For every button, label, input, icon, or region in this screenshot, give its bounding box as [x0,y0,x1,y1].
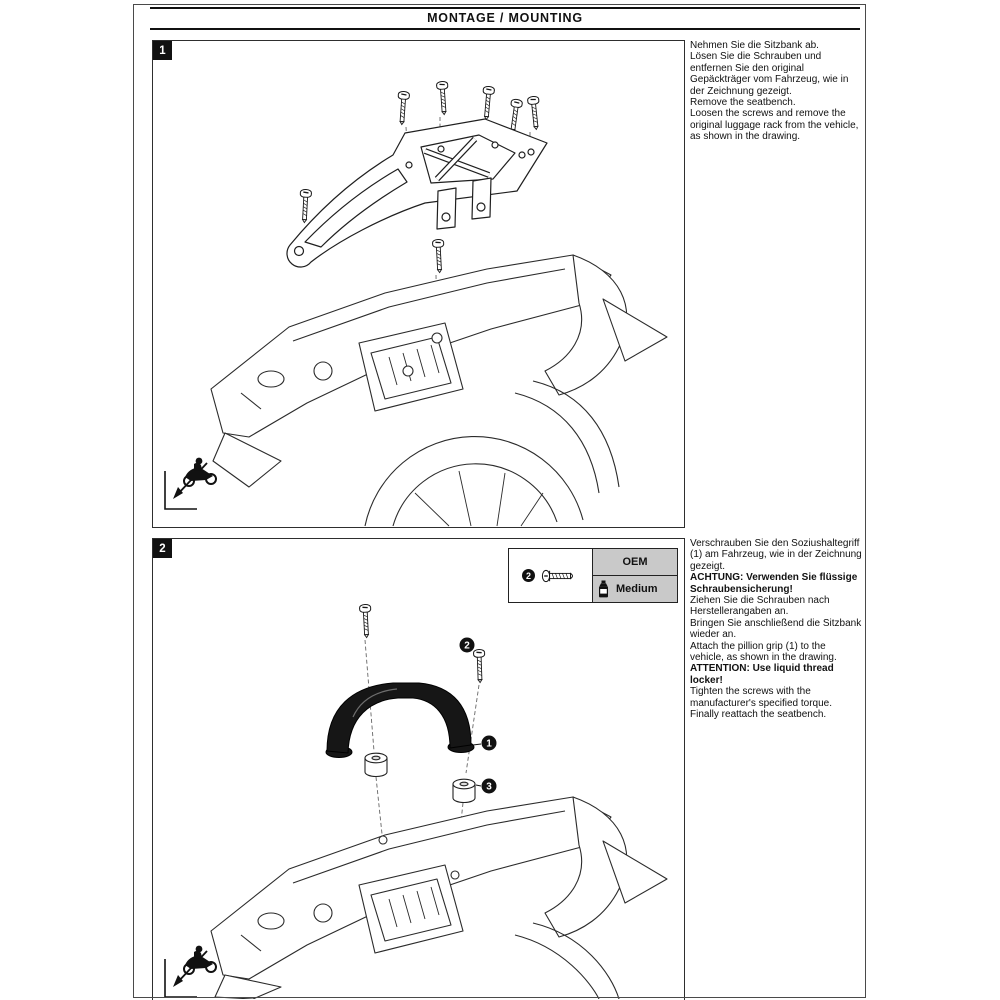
step2-figure-box: 2 [152,538,685,1000]
luggage-rack-drawing [286,118,548,268]
callout-2: 2 [459,637,475,653]
step2-en-p1: Attach the pillion grip (1) to the vehic… [690,640,837,664]
step2-installation-illustration: 2 1 3 [164,603,668,999]
callout-2-table: 2 [522,569,535,582]
fastener-oem-row: OEM [593,549,677,575]
fastener-cell: 2 [509,549,593,602]
step2-en-p3: Tighten the screws with the manufacturer… [690,686,832,709]
rack-x-brace [423,136,491,182]
step2-en-p2: ATTENTION: Use liquid thread locker! [690,663,834,686]
step2-number-badge: 2 [153,539,172,558]
callout-3: 3 [481,778,497,794]
threadlocker-bottle-icon [599,580,608,598]
svg-text:3: 3 [486,782,492,793]
oem-label: OEM [622,556,648,568]
page-header: MONTAGE / MOUNTING [150,7,860,30]
fastener-spec-rows: OEM Medium [593,549,677,602]
motorcycle-direction-icon [164,945,217,998]
step2-de-p1: Verschrauben Sie den Soziushalte­griff (… [690,538,862,572]
motorcycle-direction-icon [164,457,217,510]
wheel-drawing [364,436,584,527]
callout-1: 1 [481,735,497,751]
svg-text:2: 2 [464,641,470,652]
step1-instructions: Nehmen Sie die Sitzbank ab. Lösen Sie di… [690,40,862,143]
rubber-spacer-icon [452,778,476,804]
svg-text:1: 1 [486,739,492,750]
rubber-spacer-icon [364,752,388,778]
step1-de-p2: Lösen Sie die Schrauben und entfernen Si… [690,51,849,97]
screw-icon [541,569,573,582]
step1-en-p2: Loosen the screws and remove the origina… [690,108,859,143]
fastener-spec-table: 2 OEM [508,548,678,603]
step1-en-p1: Remove the seatbench. [690,97,796,109]
rear-frame-drawing [210,796,668,999]
rear-frame-drawing [210,254,668,527]
step2-de-p3: Ziehen Sie die Schrauben nach Hersteller… [690,595,830,618]
step2-de-p2: ACHTUNG: Verwenden Sie flüssige Schraube… [690,572,858,595]
step1-de-p1: Nehmen Sie die Sitzbank ab. [690,40,819,51]
motorcycle-glyph [183,945,217,975]
step2-de-p4: Bringen Sie anschließend die Sitzbank wi… [690,617,862,641]
step2-instructions: Verschrauben Sie den Soziushalte­griff (… [690,538,862,721]
fastener-threadlocker-row: Medium [593,575,677,602]
step1-exploded-view-illustration [164,80,668,527]
threadlocker-label: Medium [616,583,658,595]
motorcycle-glyph [183,457,217,487]
step1-figure-box: 1 [152,40,685,528]
page-title: MONTAGE / MOUNTING [427,11,583,25]
step2-en-p4: Finally reattach the seatbench. [690,709,827,721]
step1-number-badge: 1 [153,41,172,60]
pillion-grip-drawing [325,682,475,758]
